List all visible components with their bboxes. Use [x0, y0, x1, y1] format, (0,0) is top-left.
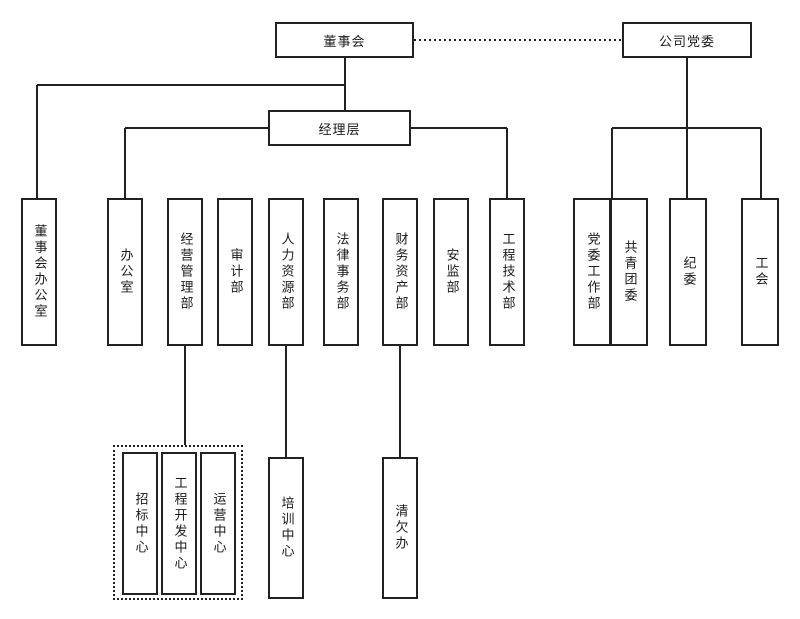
youth-league-label: 共青团委 [621, 240, 637, 304]
board-office-label: 董事会办公室 [31, 224, 47, 320]
dept-legal-label: 法律事务部 [333, 232, 349, 312]
dept-office-box: 办公室 [107, 198, 143, 346]
dept-engineering-label: 工程技术部 [499, 232, 515, 312]
dept-engineering-box: 工程技术部 [489, 198, 525, 346]
labor-union-box: 工会 [741, 198, 779, 346]
management-label: 经理层 [318, 122, 361, 138]
party-work-dept-box: 党委工作部 [573, 198, 611, 346]
dept-audit-label: 审计部 [227, 248, 243, 296]
board-label: 董事会 [323, 34, 366, 50]
party-work-dept-label: 党委工作部 [584, 232, 600, 312]
party-committee-box: 公司党委 [622, 22, 752, 58]
dept-legal-box: 法律事务部 [323, 198, 359, 346]
discipline-committee-label: 纪委 [680, 256, 696, 288]
dept-audit-box: 审计部 [217, 198, 253, 346]
board-box: 董事会 [275, 22, 414, 58]
debt-collection-office-label: 清欠办 [392, 504, 408, 552]
project-dev-center-box: 工程开发中心 [161, 452, 197, 595]
management-box: 经理层 [268, 110, 411, 146]
labor-union-label: 工会 [752, 256, 768, 288]
business-sub-group [113, 445, 243, 600]
debt-collection-office-box: 清欠办 [382, 457, 418, 599]
bidding-center-label: 招标中心 [132, 491, 148, 556]
dept-office-label: 办公室 [117, 248, 133, 296]
dept-hr-box: 人力资源部 [268, 198, 304, 346]
board-office-box: 董事会办公室 [21, 198, 57, 346]
dept-safety-label: 安监部 [443, 248, 459, 296]
bidding-center-box: 招标中心 [122, 452, 158, 595]
operations-center-label: 运营中心 [210, 491, 226, 556]
dept-finance-box: 财务资产部 [382, 198, 418, 346]
project-dev-center-label: 工程开发中心 [171, 475, 187, 572]
discipline-committee-box: 纪委 [669, 198, 707, 346]
training-center-label: 培训中心 [278, 496, 294, 560]
youth-league-box: 共青团委 [610, 198, 648, 346]
dept-hr-label: 人力资源部 [278, 232, 294, 312]
dept-safety-box: 安监部 [433, 198, 469, 346]
party-committee-label: 公司党委 [658, 34, 715, 50]
dept-business-box: 经营管理部 [167, 198, 203, 346]
operations-center-box: 运营中心 [200, 452, 236, 595]
dept-business-label: 经营管理部 [177, 232, 193, 312]
training-center-box: 培训中心 [268, 457, 304, 599]
dept-finance-label: 财务资产部 [392, 232, 408, 312]
